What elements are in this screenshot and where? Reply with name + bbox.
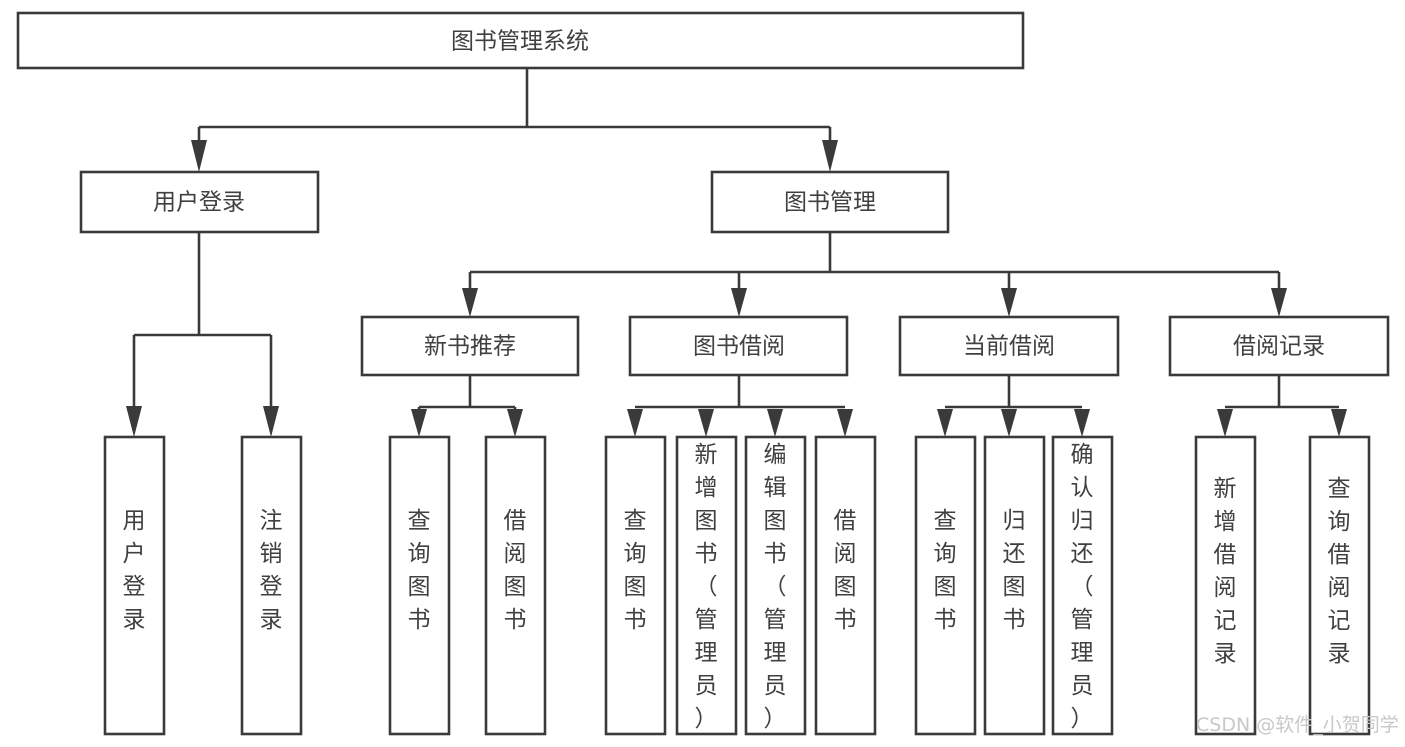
node-borrow-record-box[interactable]	[1168, 315, 1390, 377]
node-leaf-query-book-borrow-label: 查询图书	[624, 508, 647, 633]
node-leaf-query-book-recommend-label: 查询图书	[408, 508, 431, 633]
node-root-box[interactable]	[16, 11, 1025, 70]
node-leaf-add-book[interactable]: 新增图书（管理员）	[675, 435, 738, 736]
arrow-head-leaf-query-book-borrow	[627, 409, 643, 437]
node-borrow-record-label: 借阅记录	[1233, 334, 1325, 360]
node-user-login-label: 用户登录	[153, 190, 245, 216]
node-book-management[interactable]: 图书管理	[710, 170, 950, 234]
node-leaf-return-book-box[interactable]	[983, 435, 1046, 736]
node-current-borrow[interactable]: 当前借阅	[898, 315, 1120, 377]
node-leaf-query-borrow-record[interactable]: 查询借阅记录	[1308, 435, 1371, 736]
arrow-head-book-management	[822, 140, 838, 172]
arrow-head-leaf-borrow-book-recommend	[507, 409, 523, 437]
node-new-book-recommend[interactable]: 新书推荐	[360, 315, 580, 377]
node-leaf-borrow-book-recommend[interactable]: 借阅图书	[484, 435, 547, 736]
node-book-management-box[interactable]	[710, 170, 950, 234]
node-leaf-return-book[interactable]: 归还图书	[983, 435, 1046, 736]
node-user-login[interactable]: 用户登录	[79, 170, 320, 234]
node-book-borrow-label: 图书借阅	[693, 334, 785, 360]
connector-layer	[126, 68, 1347, 437]
node-leaf-edit-book-label: 编辑图书（管理员）	[764, 442, 787, 732]
node-leaf-logout-label: 注销登录	[260, 508, 283, 633]
node-leaf-query-book-current-box[interactable]	[914, 435, 977, 736]
node-leaf-query-book-current-label: 查询图书	[934, 508, 957, 633]
arrow-head-leaf-edit-book	[767, 409, 783, 437]
node-leaf-query-book-current[interactable]: 查询图书	[914, 435, 977, 736]
node-book-borrow[interactable]: 图书借阅	[628, 315, 849, 377]
arrow-head-leaf-query-book-recommend	[411, 409, 427, 437]
node-user-login-box[interactable]	[79, 170, 320, 234]
node-leaf-edit-book-box[interactable]	[744, 435, 807, 736]
node-new-book-recommend-box[interactable]	[360, 315, 580, 377]
node-root[interactable]: 图书管理系统	[16, 11, 1025, 70]
node-leaf-query-borrow-record-box[interactable]	[1308, 435, 1371, 736]
node-leaf-query-book-borrow-box[interactable]	[604, 435, 667, 736]
csdn-watermark: CSDN @软件_小贺同学	[1196, 714, 1399, 736]
arrow-head-leaf-return-book	[1001, 409, 1017, 437]
node-leaf-query-book-recommend-box[interactable]	[388, 435, 451, 736]
node-leaf-add-book-box[interactable]	[675, 435, 738, 736]
node-leaf-borrow-book[interactable]: 借阅图书	[814, 435, 877, 736]
node-current-borrow-box[interactable]	[898, 315, 1120, 377]
node-leaf-user-login-box[interactable]	[103, 435, 166, 736]
arrow-head-leaf-logout	[263, 406, 279, 437]
node-borrow-record[interactable]: 借阅记录	[1168, 315, 1390, 377]
node-root-label: 图书管理系统	[451, 29, 589, 55]
arrow-head-leaf-add-borrow-record	[1217, 409, 1233, 437]
node-book-borrow-box[interactable]	[628, 315, 849, 377]
node-leaf-query-book-recommend[interactable]: 查询图书	[388, 435, 451, 736]
node-leaf-borrow-book-recommend-label: 借阅图书	[504, 508, 527, 633]
arrow-head-user-login	[191, 140, 207, 172]
node-leaf-borrow-book-box[interactable]	[814, 435, 877, 736]
arrow-head-leaf-borrow-book	[837, 409, 853, 437]
node-leaf-confirm-return-label: 确认归还（管理员）	[1071, 442, 1094, 732]
node-book-management-label: 图书管理	[784, 190, 876, 216]
arrow-head-book-borrow	[731, 288, 747, 317]
node-leaf-logout[interactable]: 注销登录	[240, 435, 303, 736]
arrow-head-leaf-confirm-return	[1074, 409, 1090, 437]
node-leaf-add-borrow-record-box[interactable]	[1194, 435, 1257, 736]
node-leaf-user-login[interactable]: 用户登录	[103, 435, 166, 736]
node-current-borrow-label: 当前借阅	[963, 334, 1055, 360]
node-leaf-add-borrow-record[interactable]: 新增借阅记录	[1194, 435, 1257, 736]
arrow-head-leaf-user-login	[126, 406, 142, 437]
node-leaf-logout-box[interactable]	[240, 435, 303, 736]
node-leaf-add-book-label: 新增图书（管理员）	[695, 442, 718, 732]
node-leaf-confirm-return[interactable]: 确认归还（管理员）	[1051, 435, 1114, 736]
node-leaf-confirm-return-box[interactable]	[1051, 435, 1114, 736]
node-leaf-borrow-book-label: 借阅图书	[834, 508, 857, 633]
node-leaf-query-book-borrow[interactable]: 查询图书	[604, 435, 667, 736]
node-new-book-recommend-label: 新书推荐	[424, 334, 516, 360]
arrow-head-current-borrow	[1001, 288, 1017, 317]
arrow-head-leaf-query-borrow-record	[1331, 409, 1347, 437]
node-leaf-user-login-label: 用户登录	[123, 508, 146, 633]
node-leaf-add-borrow-record-label: 新增借阅记录	[1214, 476, 1237, 667]
arrow-head-new-book-recommend	[462, 288, 478, 317]
node-leaf-return-book-label: 归还图书	[1003, 508, 1026, 633]
node-leaf-borrow-book-recommend-box[interactable]	[484, 435, 547, 736]
node-leaf-query-borrow-record-label: 查询借阅记录	[1328, 476, 1351, 667]
node-leaf-edit-book[interactable]: 编辑图书（管理员）	[744, 435, 807, 736]
arrow-head-borrow-record	[1271, 288, 1287, 317]
arrow-head-leaf-query-book-current	[937, 409, 953, 437]
arrow-head-leaf-add-book	[698, 409, 714, 437]
